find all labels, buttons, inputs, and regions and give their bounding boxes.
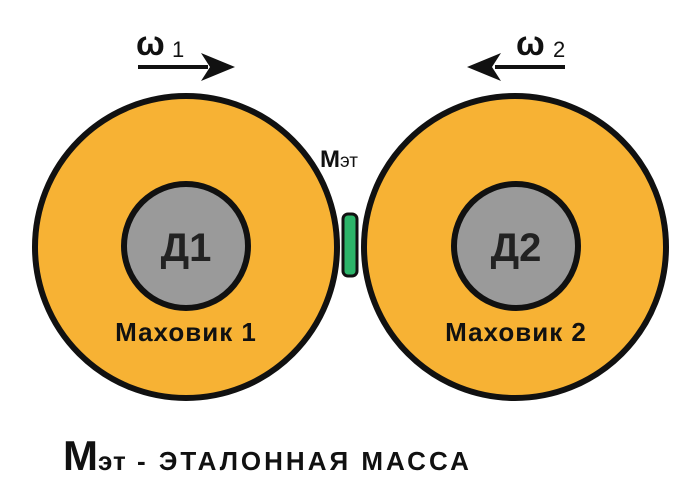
legend-description: - ЭТАЛОННАЯ МАССА (127, 446, 472, 476)
reference-mass-label: Мэт (320, 146, 358, 173)
omega-1-symbol: ω (136, 25, 165, 63)
legend: Мэт - ЭТАЛОННАЯ МАССА (63, 432, 472, 479)
reference-mass-subscript: эт (340, 151, 358, 172)
arrow-right-head-icon (201, 53, 235, 81)
motor-1-hub (121, 181, 251, 311)
motor-2-label: Д2 (491, 226, 542, 270)
motor-1-label: Д1 (161, 226, 212, 270)
omega-2-symbol: ω (516, 25, 545, 63)
legend-subscript: эт (98, 446, 127, 476)
omega-2-index: 2 (553, 37, 565, 62)
arrow-left-head-icon (467, 53, 501, 81)
omega-1: ω 1 (136, 25, 235, 81)
flywheel-2: Д2 Маховик 2 (361, 93, 669, 401)
flywheel-1-label: Маховик 1 (115, 317, 257, 347)
omega-2: ω 2 (467, 25, 565, 81)
omega-1-index: 1 (172, 37, 184, 62)
legend-symbol: М (63, 432, 98, 479)
flywheel-2-label: Маховик 2 (445, 317, 587, 347)
reference-mass (341, 212, 359, 278)
flywheel-1: Д1 Маховик 1 (32, 93, 340, 401)
motor-2-hub (451, 181, 581, 311)
reference-mass-symbol: М (320, 146, 340, 173)
